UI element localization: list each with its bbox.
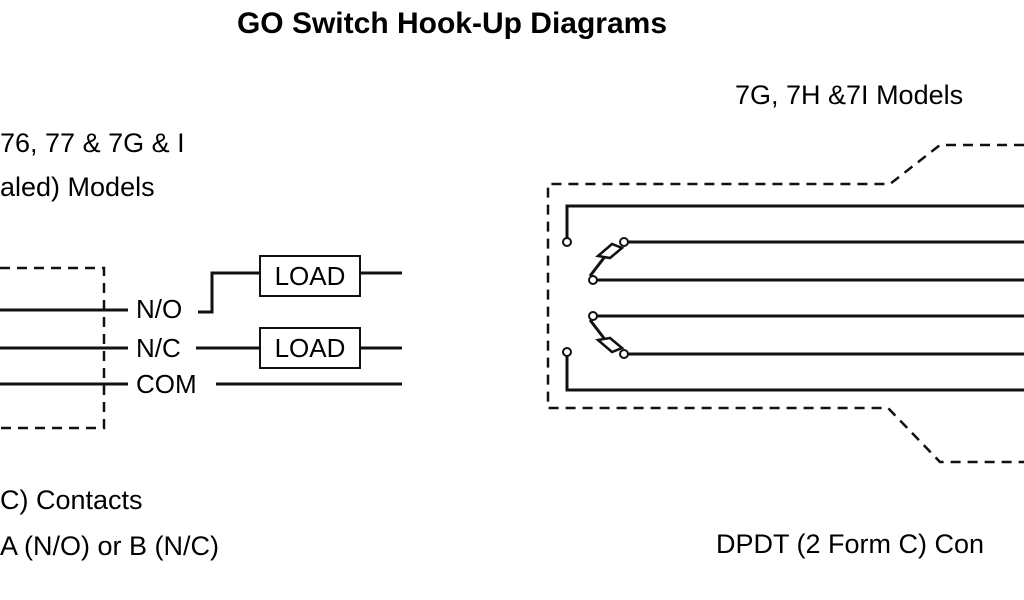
left-caption-line1: C) Contacts bbox=[0, 485, 143, 515]
right-caption: DPDT (2 Form C) Con bbox=[716, 529, 984, 559]
pole-1-common-wire bbox=[565, 204, 1024, 242]
pole-1-upper-terminal bbox=[619, 237, 629, 247]
pole-2-common-terminal bbox=[562, 347, 572, 357]
left-models-line2: aled) Models bbox=[0, 172, 155, 202]
nc-terminal-label: N/C bbox=[136, 333, 181, 363]
pole-1-common-terminal bbox=[562, 237, 572, 247]
load-label-2: LOAD bbox=[275, 333, 346, 363]
diagram-title: GO Switch Hook-Up Diagrams bbox=[237, 7, 667, 40]
pole-2-upper-terminal bbox=[588, 311, 598, 321]
right-models-label: 7G, 7H &7I Models bbox=[735, 80, 963, 110]
right-diagram: 7G, 7H &7I Models DPDT (2 Form C) Con bbox=[546, 80, 1024, 559]
com-terminal-label: COM bbox=[136, 369, 197, 399]
pole-1-switch-blade bbox=[595, 242, 625, 260]
left-diagram: 76, 77 & 7G & I aled) Models N/O LOAD N/… bbox=[0, 128, 402, 561]
pole-2-switch-blade bbox=[595, 336, 625, 354]
no-to-load-wire bbox=[198, 271, 260, 314]
left-caption-line2: A (N/O) or B (N/C) bbox=[0, 531, 219, 561]
load-label-1: LOAD bbox=[275, 261, 346, 291]
load-box-1 bbox=[259, 255, 361, 297]
no-terminal-label: N/O bbox=[136, 294, 182, 324]
left-switch-housing bbox=[0, 266, 106, 430]
pole-2-lower-terminal bbox=[619, 349, 629, 359]
pole-1-lower-terminal bbox=[588, 275, 598, 285]
right-switch-housing bbox=[546, 143, 1024, 464]
pole-2-common-wire bbox=[565, 352, 1024, 392]
left-models-line1: 76, 77 & 7G & I bbox=[0, 128, 185, 158]
